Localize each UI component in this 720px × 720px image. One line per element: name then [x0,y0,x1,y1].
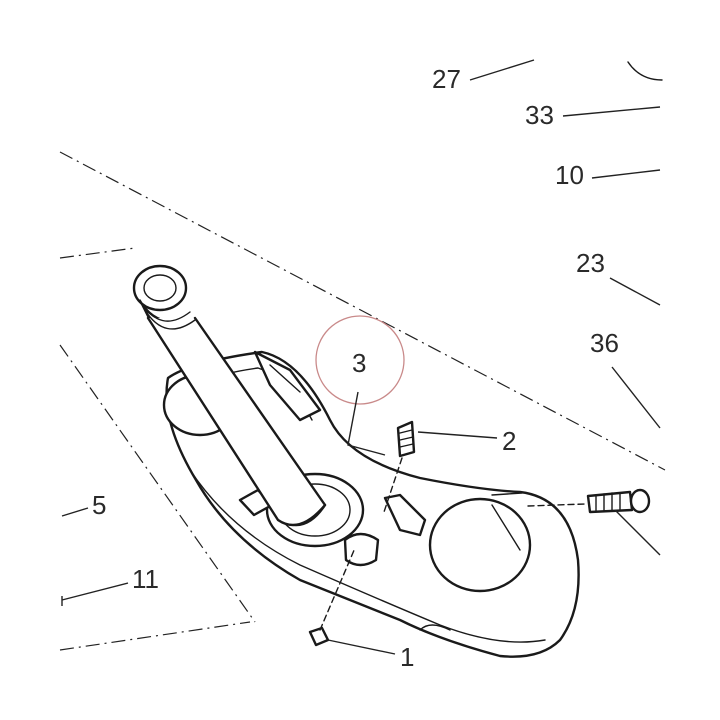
bolt-part-36 [527,488,651,514]
steering-stem [132,264,327,527]
callout-27: 27 [432,64,461,94]
nut-part-1 [308,547,356,647]
highlight-circle [315,315,405,405]
callout-labels: 27 33 10 23 36 3 2 5 11 1 [92,64,619,672]
construction-lines [59,151,666,651]
callout-33: 33 [525,100,554,130]
callout-11: 11 [132,564,159,594]
callout-1: 1 [400,642,414,672]
callout-5: 5 [92,490,106,520]
partial-part-arc [627,61,663,81]
callout-23: 23 [576,248,605,278]
callout-2: 2 [502,426,516,456]
callout-3: 3 [352,348,366,378]
leader-lines [61,59,661,655]
screw-part-2 [383,420,416,513]
callout-10: 10 [555,160,584,190]
callout-36: 36 [590,328,619,358]
